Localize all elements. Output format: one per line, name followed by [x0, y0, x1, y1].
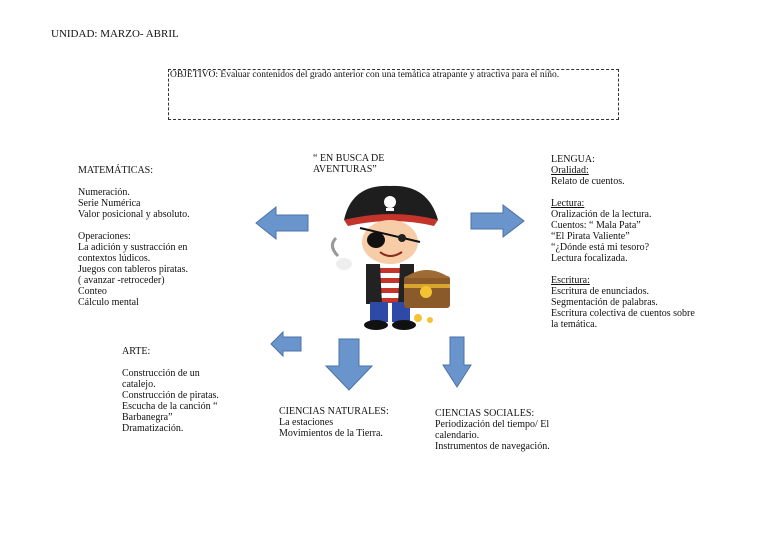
matematicas-title: MATEMÁTICAS: [78, 165, 154, 176]
list-item: Valor posicional y absoluto. [78, 209, 190, 220]
list-item: Cálculo mental [78, 297, 139, 308]
list-item: Lectura focalizada. [551, 253, 628, 264]
list-item: Operaciones: [78, 231, 131, 242]
list-item: Construcción de un [122, 368, 200, 379]
unit-header: UNIDAD: MARZO- ABRIL [51, 28, 179, 40]
list-item: “¿Dónde está mi tesoro? [551, 242, 650, 253]
arrow-down-icon [324, 338, 374, 391]
list-item: Periodización del tiempo/ El [435, 419, 550, 430]
arrow-left-icon [255, 205, 309, 241]
list-item: calendario. [435, 430, 480, 441]
list-item: Instrumentos de navegación. [435, 441, 550, 452]
list-item: la temática. [551, 319, 598, 330]
list-item: Barbanegra” [122, 412, 173, 423]
list-item: Escritura colectiva de cuentos sobre [551, 308, 695, 319]
lectura-title: Lectura: [551, 198, 585, 209]
list-item: Oralización de la lectura. [551, 209, 652, 220]
list-item: Escritura de enunciados. [551, 286, 650, 297]
list-item: Numeración. [78, 187, 130, 198]
arrow-down-small-icon [442, 336, 472, 388]
list-item: Dramatización. [122, 423, 184, 434]
list-item: Cuentos: “ Mala Pata” [551, 220, 641, 231]
list-item: Construcción de piratas. [122, 390, 219, 401]
list-item: Serie Numérica [78, 198, 141, 209]
list-item: La estaciones [279, 417, 334, 428]
lengua-section: LENGUA: Oralidad: Relato de cuentos. Lec… [551, 154, 695, 330]
oralidad-title: Oralidad: [551, 165, 589, 176]
lengua-title: LENGUA: [551, 154, 595, 165]
list-item: Segmentación de palabras. [551, 297, 658, 308]
list-item: catalejo. [122, 379, 156, 390]
naturales-section: CIENCIAS NATURALES: La estaciones Movimi… [279, 406, 389, 439]
list-item: “El Pirata Valiente” [551, 231, 630, 242]
objective-text: OBJETIVO: Evaluar contenidos del grado a… [170, 70, 560, 80]
list-item: La adición y sustracción en [78, 242, 188, 253]
list-item: Relato de cuentos. [551, 176, 625, 187]
center-title-line-2: AVENTURAS” [313, 164, 377, 175]
list-item: Escucha de la canción “ [122, 401, 218, 412]
arte-section: ARTE: Construcción de un catalejo. Const… [122, 346, 219, 434]
list-item: contextos lúdicos. [78, 253, 151, 264]
center-title: “ EN BUSCA DE AVENTURAS” [313, 153, 384, 175]
list-item: ( avanzar -retroceder) [78, 275, 165, 286]
center-title-line-1: “ EN BUSCA DE [313, 153, 385, 164]
arrow-right-icon [470, 203, 525, 239]
sociales-title: CIENCIAS SOCIALES: [435, 408, 535, 419]
list-item: Juegos con tableros piratas. [78, 264, 188, 275]
list-item: Movimientos de la Tierra. [279, 428, 383, 439]
list-item: Conteo [78, 286, 107, 297]
sociales-section: CIENCIAS SOCIALES: Periodización del tie… [435, 408, 550, 452]
naturales-title: CIENCIAS NATURALES: [279, 406, 389, 417]
matematicas-section: MATEMÁTICAS: Numeración. Serie Numérica … [78, 165, 190, 308]
arrow-left-small-icon [270, 330, 302, 358]
objective-box: OBJETIVO: Evaluar contenidos del grado a… [168, 69, 619, 120]
escritura-title: Escritura: [551, 275, 590, 286]
arte-title: ARTE: [122, 346, 151, 357]
pirate-illustration [331, 185, 450, 330]
